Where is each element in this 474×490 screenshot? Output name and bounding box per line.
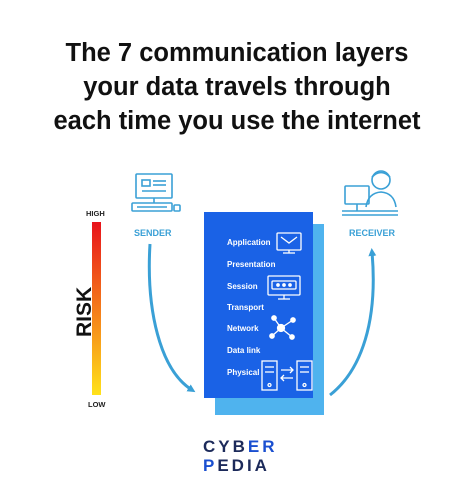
sender-label: SENDER: [134, 228, 172, 238]
brand-logo-line-1: CYBER: [203, 437, 278, 456]
page-title: The 7 communication layers your data tra…: [0, 36, 474, 138]
layers-panel-front: [204, 212, 313, 398]
layer-presentation: Presentation: [227, 260, 276, 269]
email-icon: [276, 232, 302, 254]
password-screen-icon: [267, 275, 301, 300]
sender-computer-icon: [131, 173, 181, 212]
risk-axis-label: RISK: [73, 286, 96, 337]
risk-low-label: LOW: [88, 400, 106, 409]
receiver-arrow: [329, 248, 377, 397]
sender-arrow: [147, 243, 196, 393]
servers-exchange-icon: [261, 360, 313, 391]
layer-data-link: Data link: [227, 346, 261, 355]
layer-transport: Transport: [227, 303, 264, 312]
layer-application: Application: [227, 238, 271, 247]
risk-gradient-bar: [92, 222, 101, 395]
network-nodes-icon: [269, 315, 296, 340]
receiver-label: RECEIVER: [349, 228, 396, 238]
title-line-2: your data travels through: [83, 73, 391, 101]
risk-high-label: HIGH: [86, 209, 105, 218]
brand-logo-line-2: PEDIA: [203, 456, 270, 475]
brand-logo: CYBER PEDIA: [203, 437, 278, 475]
receiver-person-icon: [342, 170, 398, 216]
layer-physical: Physical: [227, 368, 260, 377]
title-line-1: The 7 communication layers: [65, 39, 409, 67]
title-line-3: each time you use the internet: [53, 107, 421, 135]
layer-session: Session: [227, 282, 258, 291]
layer-network: Network: [227, 324, 259, 333]
